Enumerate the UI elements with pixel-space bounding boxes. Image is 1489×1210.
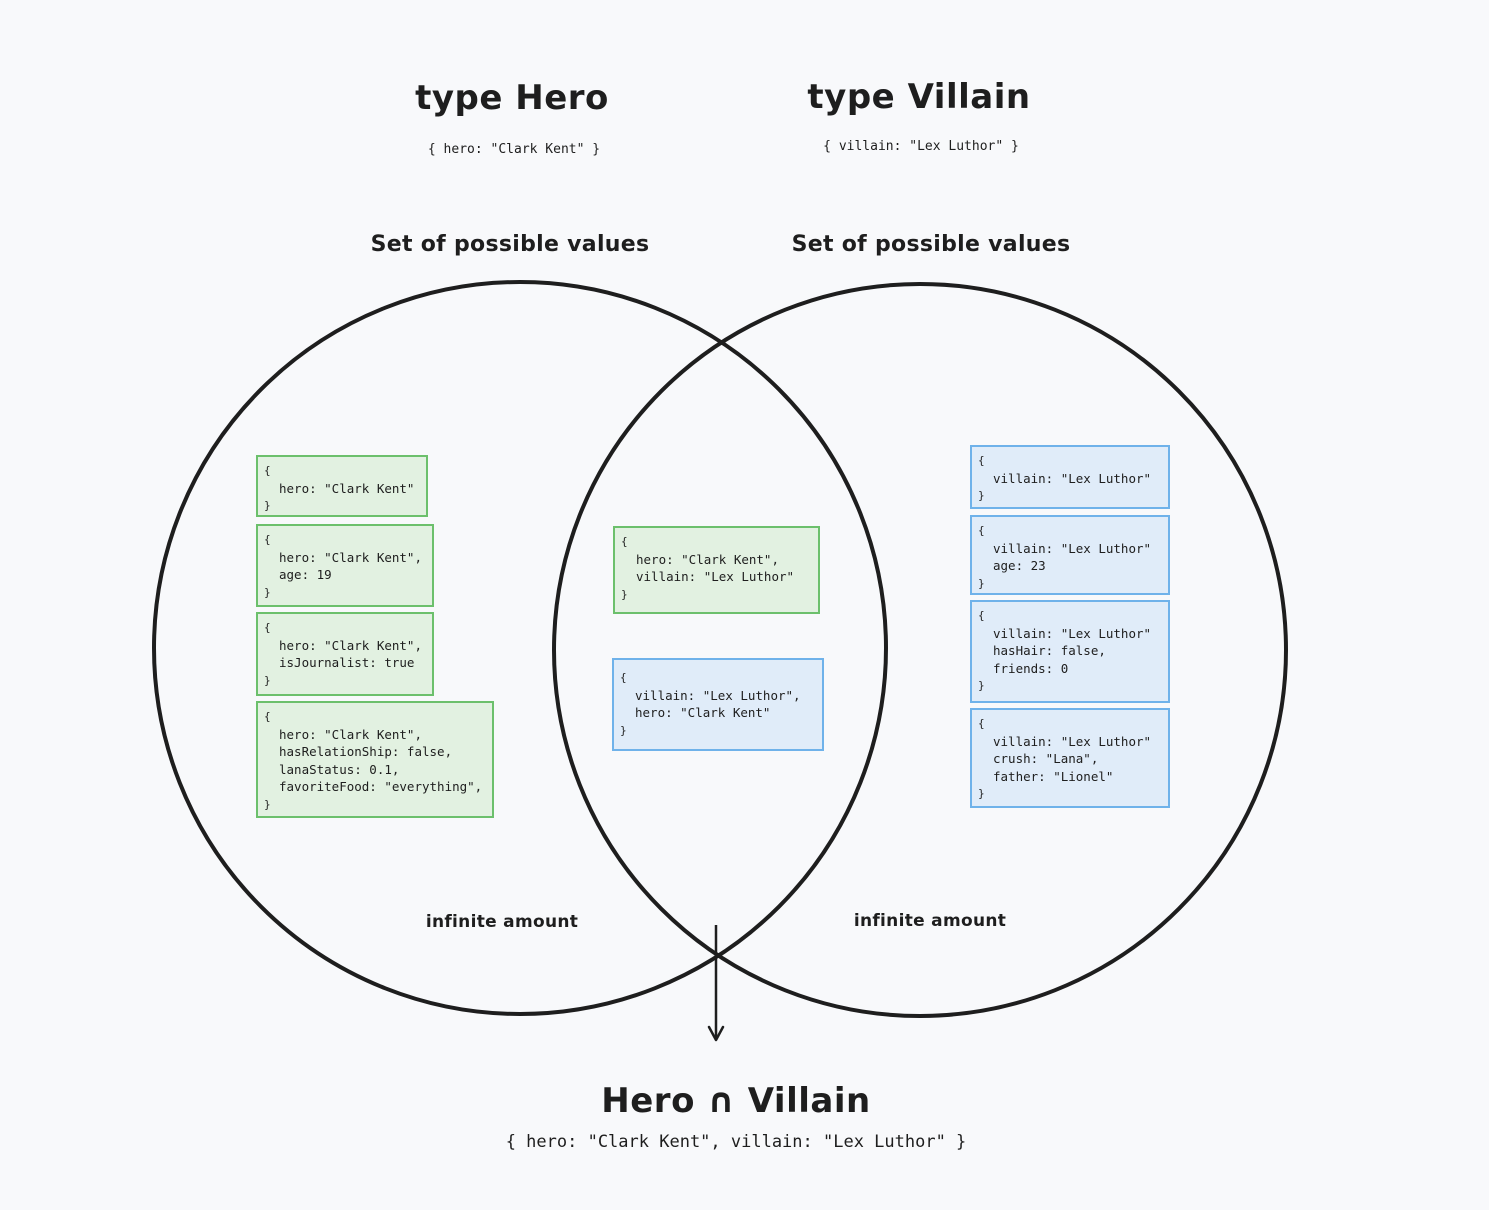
close-brace: } xyxy=(620,723,627,737)
code-line: friends: 0 xyxy=(993,660,1069,676)
open-brace: { xyxy=(978,524,985,537)
open-brace: { xyxy=(620,671,627,684)
code-line: villain: "Lex Luthor" xyxy=(993,470,1152,486)
code-line: hasHair: false, xyxy=(993,643,1106,658)
intersection-arrow-head xyxy=(707,1025,725,1042)
code-line: villain: "Lex Luthor", xyxy=(635,687,801,703)
code-line: crush: "Lana", xyxy=(993,751,1099,766)
hero-infinite-label: infinite amount xyxy=(425,912,579,932)
close-brace: } xyxy=(978,787,985,800)
hero-value-box: { hero: "Clark Kent", hasRelationShip: f… xyxy=(256,701,494,818)
hero-value-box: { hero: "Clark Kent", age: 19 } xyxy=(256,524,434,607)
villain-set-circle xyxy=(552,282,1288,1018)
code-line: age: 19 xyxy=(279,567,332,582)
close-brace: } xyxy=(621,587,628,601)
villain-value-box: { villain: "Lex Luthor" age: 23 } xyxy=(970,515,1170,595)
code-line: hero: "Clark Kent", xyxy=(279,549,422,565)
open-brace: { xyxy=(978,717,985,730)
close-brace: } xyxy=(264,585,271,599)
hero-set-circle xyxy=(152,280,888,1016)
code-line: hasRelationShip: false, xyxy=(279,744,453,759)
open-brace: { xyxy=(978,609,985,622)
code-line: hero: "Clark Kent", xyxy=(279,726,422,742)
code-line: hero: "Clark Kent" xyxy=(635,705,771,720)
villain-set-label: Set of possible values xyxy=(791,232,1071,257)
code-line: villain: "Lex Luthor" xyxy=(993,733,1152,749)
intersection-type-title: Hero ∩ Villain xyxy=(601,1081,871,1121)
intersection-value-box: { hero: "Clark Kent", villain: "Lex Luth… xyxy=(613,526,820,614)
code-line: hero: "Clark Kent", xyxy=(636,551,779,567)
villain-value-box: { villain: "Lex Luthor" crush: "Lana", f… xyxy=(970,708,1170,808)
villain-infinite-label: infinite amount xyxy=(853,911,1007,931)
code-line: villain: "Lex Luthor" xyxy=(636,569,795,584)
close-brace: } xyxy=(264,797,271,811)
close-brace: } xyxy=(978,489,985,502)
code-line: lanaStatus: 0.1, xyxy=(279,761,400,777)
villain-type-title: type Villain xyxy=(807,77,1031,117)
close-brace: } xyxy=(264,673,271,687)
hero-type-title: type Hero xyxy=(415,78,609,118)
code-line: hero: "Clark Kent" xyxy=(279,480,415,496)
hero-value-box: { hero: "Clark Kent" } xyxy=(256,455,428,517)
close-brace: } xyxy=(264,499,271,512)
code-line: father: "Lionel" xyxy=(993,768,1114,784)
intersection-value-box: { villain: "Lex Luthor", hero: "Clark Ke… xyxy=(612,658,824,751)
code-line: villain: "Lex Luthor" xyxy=(993,625,1152,641)
hero-value-box: { hero: "Clark Kent", isJournalist: true… xyxy=(256,612,434,696)
intersection-type-signature: { hero: "Clark Kent", villain: "Lex Luth… xyxy=(505,1132,967,1152)
open-brace: { xyxy=(978,454,985,467)
hero-type-signature: { hero: "Clark Kent" } xyxy=(427,142,601,157)
open-brace: { xyxy=(264,533,271,546)
close-brace: } xyxy=(978,679,985,692)
code-line: favoriteFood: "everything", xyxy=(279,779,483,794)
open-brace: { xyxy=(264,621,271,634)
code-line: isJournalist: true xyxy=(279,655,415,670)
villain-value-box: { villain: "Lex Luthor" hasHair: false, … xyxy=(970,600,1170,703)
villain-value-box: { villain: "Lex Luthor" } xyxy=(970,445,1170,509)
hero-set-label: Set of possible values xyxy=(370,232,650,257)
code-line: hero: "Clark Kent", xyxy=(279,637,422,653)
code-line: villain: "Lex Luthor" xyxy=(993,540,1152,556)
open-brace: { xyxy=(264,710,271,723)
open-brace: { xyxy=(264,464,271,477)
open-brace: { xyxy=(621,535,628,548)
close-brace: } xyxy=(978,576,985,590)
code-line: age: 23 xyxy=(993,558,1046,573)
villain-type-signature: { villain: "Lex Luthor" } xyxy=(823,139,1019,154)
